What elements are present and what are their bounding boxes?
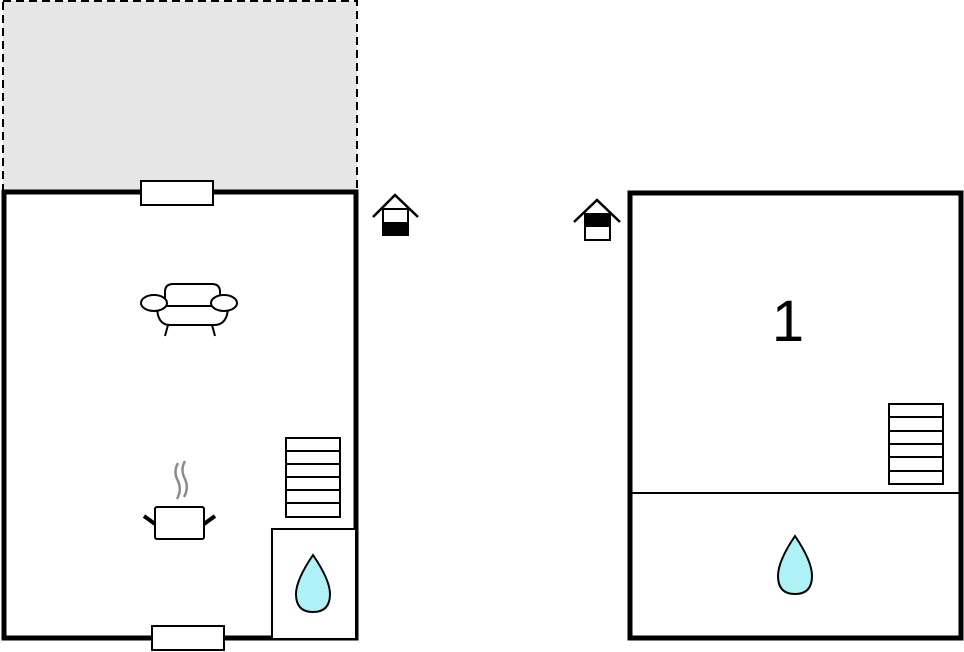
room-number-label: 1 (772, 289, 804, 354)
water-drop-icon (776, 534, 814, 596)
water-drop-icon (294, 553, 332, 614)
stairs-icon (285, 437, 341, 518)
terrace (2, 0, 358, 192)
window-top (140, 180, 214, 206)
entrance-icon (372, 193, 419, 236)
entrance-icon (573, 198, 621, 241)
right-floor: 1 (627, 190, 964, 641)
stairs-icon (888, 403, 944, 485)
kitchen-pot-icon (142, 460, 217, 540)
sofa-icon (140, 283, 238, 337)
left-floor (1, 0, 359, 651)
window-bottom (151, 625, 225, 651)
